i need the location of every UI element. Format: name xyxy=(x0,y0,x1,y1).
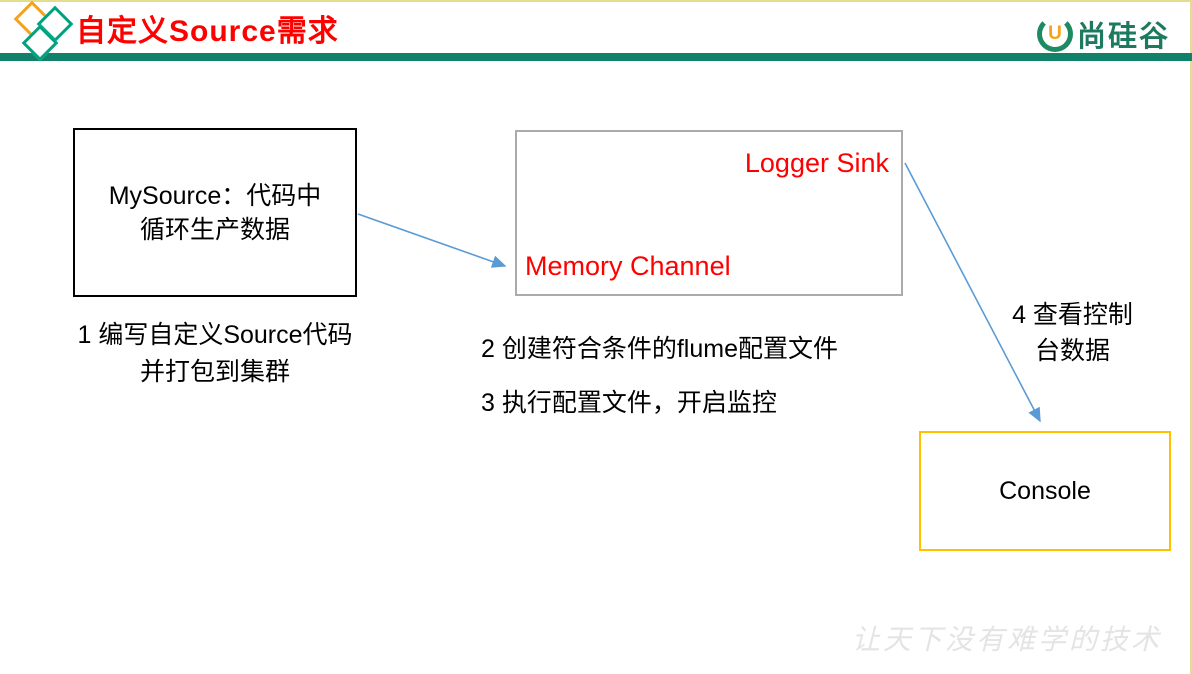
console-box: Console xyxy=(919,431,1171,551)
right-edge-line xyxy=(1190,0,1192,674)
memory-channel-label: Memory Channel xyxy=(525,251,731,281)
arrow-sink-to-console xyxy=(904,162,1041,423)
source-box-label-line2: 循环生产数据 xyxy=(139,215,290,244)
logger-sink-label: Logger Sink xyxy=(744,148,889,178)
header-divider xyxy=(0,53,1192,61)
source-box-label-line1: MySource：代码中 xyxy=(108,181,322,210)
step-4-label: 4 查看控制 台数据 xyxy=(1012,301,1133,365)
top-edge-line xyxy=(0,0,1192,2)
brand-logo: U 尚硅谷 xyxy=(1036,13,1170,55)
source-box: MySource：代码中 循环生产数据 xyxy=(73,128,357,297)
step-1-label: 1 编写自定义Source代码 并打包到集群 xyxy=(77,321,353,386)
step-2-label: 2 创建符合条件的flume配置文件 xyxy=(481,335,838,363)
watermark: 让天下没有难学的技术 xyxy=(851,623,1162,656)
arrow-source-to-channel xyxy=(357,213,507,268)
step-3-label: 3 执行配置文件，开启监控 xyxy=(481,389,777,417)
console-box-label: Console xyxy=(999,476,1091,505)
brand-u-icon: U xyxy=(1036,16,1073,52)
page-title: 自定义Source需求 xyxy=(76,15,339,48)
channel-box: Logger Sink Memory Channel xyxy=(515,130,903,296)
brand-name: 尚硅谷 xyxy=(1076,21,1170,53)
